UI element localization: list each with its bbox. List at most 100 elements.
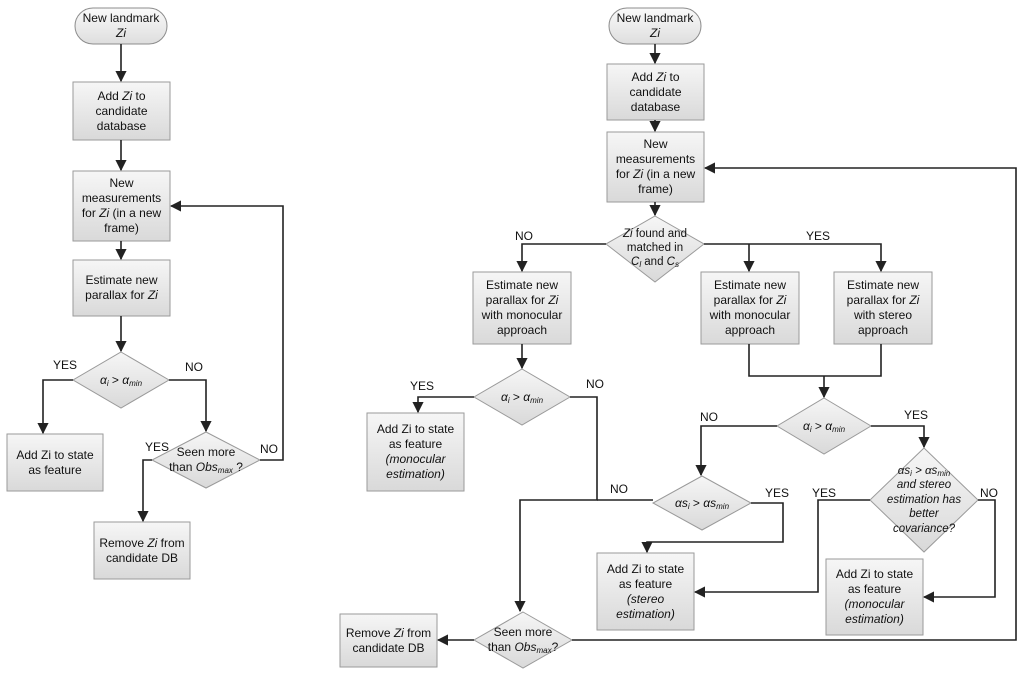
- right-est-mono-mid-text: Estimate new parallax for Zi with monocu…: [701, 272, 799, 344]
- left-label-no-seen: NO: [260, 442, 278, 456]
- text-part: Zi: [147, 535, 158, 550]
- text-line: Seen more: [176, 445, 236, 459]
- right-alpha-mid-decision: [776, 397, 872, 455]
- text-sub: s: [674, 260, 679, 269]
- text-line: as feature: [847, 582, 902, 596]
- right-label-yes-alpha-left: YES: [410, 379, 435, 393]
- text-part: found and: [632, 228, 687, 240]
- text-part: Zi: [393, 625, 404, 640]
- text-part: Zi: [656, 69, 667, 84]
- left-add-candidate-box: [72, 81, 171, 141]
- text-line: measurements: [615, 152, 696, 166]
- text-sub: min: [530, 395, 544, 405]
- text-sub: l: [639, 260, 642, 269]
- text-line: approach: [857, 323, 909, 337]
- text-sub: max: [217, 466, 233, 475]
- left-label-no-alpha: NO: [185, 360, 203, 374]
- text-line: Estimate new: [485, 278, 558, 292]
- text-line: as feature: [618, 576, 673, 591]
- text-sub: min: [937, 468, 951, 478]
- text-part: and: [641, 256, 667, 268]
- text-line: New landmark: [82, 11, 160, 25]
- text-line: as feature: [388, 437, 443, 451]
- text-part: than: [487, 640, 515, 654]
- right-seen-decision-text: Seen more than Obsmax?: [474, 612, 572, 668]
- text-part: >: [689, 495, 704, 510]
- text-part: for: [81, 206, 100, 220]
- left-estimate-box: [72, 259, 171, 317]
- text-line: covariance?: [892, 522, 955, 535]
- left-add-candidate-text: Add Zi to candidate database: [73, 82, 170, 140]
- text-part: >: [509, 389, 524, 404]
- text-line: Add Zi to state: [376, 422, 455, 436]
- left-seen-decision-text: Seen more than Obsmax ?: [152, 432, 260, 488]
- text-part: α: [122, 372, 130, 387]
- right-label-no-alpha-s: NO: [610, 482, 628, 496]
- text-line: with stereo: [853, 308, 912, 322]
- text-part: Add: [97, 88, 123, 103]
- right-label-no-found: NO: [515, 229, 533, 243]
- text-line: frame): [638, 182, 673, 196]
- text-line: estimation has: [886, 493, 962, 506]
- right-remove-box: [339, 613, 438, 668]
- text-line: New: [109, 176, 134, 190]
- right-add-candidate-text: Add Zi to candidate database: [607, 64, 704, 120]
- right-label-no-alpha-left: NO: [586, 377, 604, 391]
- right-est-mono-mid-box: [700, 271, 800, 345]
- left-remove-text: Remove Zi from candidate DB: [94, 522, 190, 579]
- right-alpha-s-text: αsi > αsmin: [653, 476, 751, 530]
- text-part: Zi: [909, 293, 920, 307]
- text-part: αs: [897, 464, 911, 477]
- right-remove-text: Remove Zi from candidate DB: [340, 614, 437, 667]
- right-alpha-s-decision: [651, 475, 753, 531]
- text-sub: i: [809, 424, 812, 434]
- text-line: measurements: [81, 191, 162, 205]
- left-shapes: [6, 7, 262, 580]
- text-part: Obs: [514, 640, 537, 654]
- right-start-text: New landmark Zi: [609, 8, 701, 44]
- text-line: (monocular: [844, 597, 905, 611]
- text-part: Obs: [195, 460, 218, 474]
- text-part: Remove: [345, 625, 394, 640]
- right-label-yes-alpha-s: YES: [765, 486, 790, 500]
- text-line: Estimate new: [85, 273, 158, 287]
- text-line: (monocular: [385, 452, 446, 466]
- text-part: Zi: [99, 206, 110, 220]
- text-part: >: [811, 418, 826, 433]
- right-add-candidate-box: [606, 63, 705, 121]
- text-part: α: [825, 418, 833, 433]
- right-est-mono-left-box: [472, 271, 572, 345]
- text-part: α: [802, 418, 810, 433]
- right-add-state-mono2-box: [825, 558, 924, 636]
- right-add-state-stereo-box: [596, 552, 695, 631]
- left-add-state-box: [6, 433, 104, 492]
- text-line: candidate DB: [105, 550, 179, 565]
- right-add-state-mono-text: Add Zi to state as feature (monocular es…: [367, 413, 464, 491]
- text-line: with monocular: [709, 308, 791, 322]
- text-line: approach: [496, 323, 548, 337]
- text-line: and stereo: [896, 479, 952, 492]
- text-line: New: [643, 137, 668, 151]
- connectors: [37, 44, 1017, 646]
- right-label-no-alpha-mid: NO: [700, 410, 718, 424]
- text-part: αs: [703, 495, 717, 510]
- text-part: from: [403, 625, 432, 640]
- left-alpha-decision: [72, 351, 170, 409]
- text-part: parallax for: [85, 288, 148, 302]
- text-sub: i: [507, 395, 510, 405]
- text-line: Add Zi to state: [16, 447, 94, 462]
- text-part: Zi: [623, 228, 633, 240]
- text-part: > αs: [911, 464, 938, 477]
- text-line: database: [96, 118, 147, 133]
- text-line: better: [909, 508, 939, 521]
- text-part: Add: [631, 69, 657, 84]
- text-line: Add Zi to state: [835, 567, 914, 581]
- text-line: estimation): [616, 606, 675, 621]
- right-add-state-mono-box: [366, 412, 465, 492]
- text-line: (stereo: [626, 591, 665, 606]
- text-part: ?: [232, 460, 243, 474]
- text-part: Zi: [776, 293, 787, 307]
- text-sub: max: [536, 646, 552, 655]
- text-part: parallax for: [846, 293, 910, 307]
